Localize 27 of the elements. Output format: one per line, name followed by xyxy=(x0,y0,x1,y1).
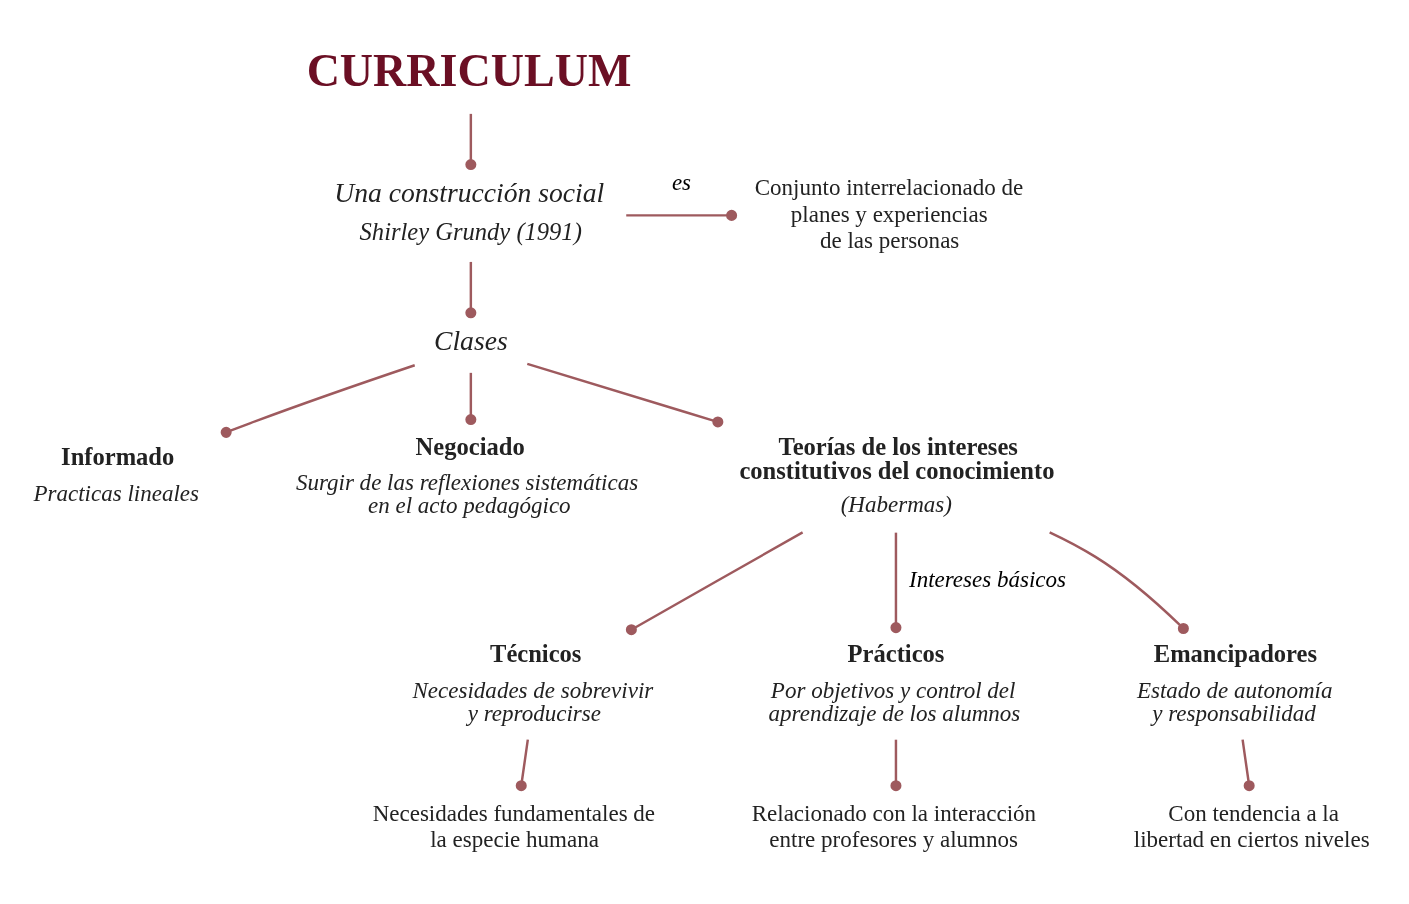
connector xyxy=(890,532,902,633)
connector xyxy=(526,362,724,427)
connector xyxy=(220,363,416,438)
node-text: Con tendencia a la libertad en ciertos niveles xyxy=(1133,799,1370,852)
connector xyxy=(515,739,530,791)
edge-label: Intereses básicos xyxy=(908,565,1067,592)
node-text: Conjunto interrelacionado de planes y experiencias de las personas xyxy=(754,173,1024,253)
connector xyxy=(890,739,902,791)
connector xyxy=(625,530,804,635)
node-text: Técnicos Necesidades de sobrevivir y reproducirse xyxy=(412,639,654,726)
connector xyxy=(1049,530,1189,634)
connector xyxy=(465,261,477,318)
connector xyxy=(465,113,477,170)
node-text: Informado Practicas lineales xyxy=(33,442,200,506)
node-text: CURRICULUM xyxy=(306,44,632,96)
connector xyxy=(626,209,738,221)
node-text: Teorías de los intereses constitutivos del conocimiento (Habermas) xyxy=(739,432,1055,517)
node-text: Emancipadores Estado de autonomía y responsabilidad xyxy=(1136,639,1333,726)
node-text: Clases xyxy=(434,324,508,356)
node-text: Una construcción social Shirley Grundy (1991) xyxy=(334,176,605,245)
node-text: Necesidades fundamentales de la especie humana xyxy=(372,799,656,852)
connector xyxy=(465,372,477,425)
node-text: Prácticos Por objetivos y control del aprendizaje de los alumnos xyxy=(768,639,1021,726)
connector xyxy=(1241,739,1255,791)
node-text: Negociado Surgir de las reflexiones sistemáticas en el acto pedagógico xyxy=(295,432,639,518)
edge-label: es xyxy=(671,168,692,195)
node-text: Relacionado con la interacción entre profesores y alumnos xyxy=(751,799,1037,852)
